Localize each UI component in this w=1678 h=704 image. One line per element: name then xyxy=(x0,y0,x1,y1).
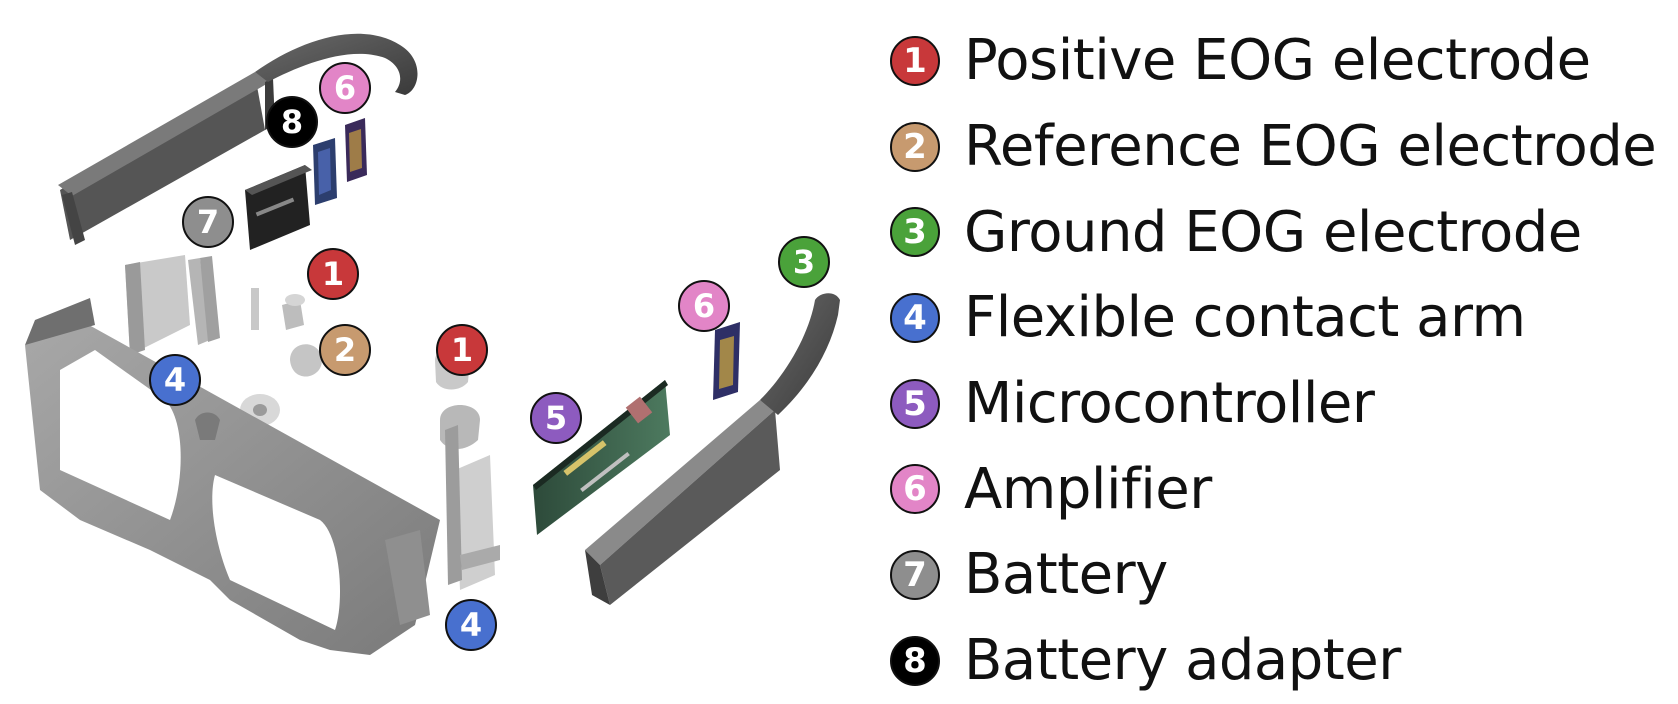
callout-circle xyxy=(266,96,318,148)
callout-circle xyxy=(319,62,371,114)
callout-badge-1: 1 xyxy=(436,324,488,376)
electrode-parts-left xyxy=(240,288,322,426)
callout-circle xyxy=(530,392,582,444)
callout-circle xyxy=(149,354,201,406)
flexible-contact-arm-center xyxy=(445,425,500,590)
flexible-contact-arm-left xyxy=(125,255,220,355)
callout-circle xyxy=(307,248,359,300)
callout-number: 2 xyxy=(334,331,356,369)
legend-badge-8: 8 xyxy=(890,635,940,686)
legend-badge-4: 4 xyxy=(890,292,940,343)
legend-label: Ground EOG electrode xyxy=(964,199,1582,265)
callout-number: 7 xyxy=(197,203,219,241)
callout-circle xyxy=(319,324,371,376)
legend-label: Reference EOG electrode xyxy=(964,114,1657,180)
callout-badge-8: 8 xyxy=(266,96,318,148)
legend-label: Battery xyxy=(964,542,1168,608)
callout-number: 8 xyxy=(281,103,303,141)
battery xyxy=(245,165,312,250)
legend-badge-2: 2 xyxy=(890,121,940,172)
callout-circle xyxy=(436,324,488,376)
callout-circle xyxy=(182,196,234,248)
amplifier-board-left xyxy=(345,118,367,182)
callout-badge-4: 4 xyxy=(445,599,497,651)
callout-badge-5: 5 xyxy=(530,392,582,444)
legend-label: Battery adapter xyxy=(964,628,1401,694)
callout-number: 3 xyxy=(793,243,815,281)
right-temple-arm xyxy=(585,293,840,605)
callout-number: 6 xyxy=(693,287,715,325)
callout-badge-4: 4 xyxy=(149,354,201,406)
amplifier-board-right xyxy=(713,322,740,400)
callout-badge-6: 6 xyxy=(678,280,730,332)
legend-label: Positive EOG electrode xyxy=(964,28,1591,94)
legend-label: Microcontroller xyxy=(964,371,1375,437)
legend-item-microcontroller: 5 Microcontroller xyxy=(890,361,1670,447)
legend-item-positive-eog-electrode: 1 Positive EOG electrode xyxy=(890,18,1670,104)
callout-number: 1 xyxy=(451,331,473,369)
legend-label: Amplifier xyxy=(964,456,1212,522)
legend-badge-1: 1 xyxy=(890,35,940,86)
legend-label: Flexible contact arm xyxy=(964,285,1526,351)
legend-badge-6: 6 xyxy=(890,464,940,515)
callout-number: 4 xyxy=(164,361,186,399)
callout-circle xyxy=(678,280,730,332)
legend-item-flexible-contact-arm: 4 Flexible contact arm xyxy=(890,275,1670,361)
legend-badge-3: 3 xyxy=(890,207,940,258)
callout-badge-7: 7 xyxy=(182,196,234,248)
legend-item-reference-eog-electrode: 2 Reference EOG electrode xyxy=(890,104,1670,190)
callout-circle xyxy=(778,236,830,288)
callout-badge-2: 2 xyxy=(319,324,371,376)
callout-number: 5 xyxy=(545,399,567,437)
legend-item-battery: 7 Battery xyxy=(890,532,1670,618)
legend-badge-7: 7 xyxy=(890,549,940,600)
legend-item-ground-eog-electrode: 3 Ground EOG electrode xyxy=(890,189,1670,275)
battery-adapter-board xyxy=(313,138,337,205)
left-temple-arm xyxy=(58,33,418,245)
callout-badge-6: 6 xyxy=(319,62,371,114)
glasses-frame xyxy=(25,298,440,655)
component-legend: 1 Positive EOG electrode 2 Reference EOG… xyxy=(890,18,1670,704)
callout-number: 4 xyxy=(460,606,482,644)
callout-number: 6 xyxy=(334,69,356,107)
legend-item-amplifier: 6 Amplifier xyxy=(890,446,1670,532)
callout-circle xyxy=(445,599,497,651)
callout-badge-1: 1 xyxy=(307,248,359,300)
microcontroller-board xyxy=(533,380,670,535)
legend-item-battery-adapter: 8 Battery adapter xyxy=(890,618,1670,704)
callout-number: 1 xyxy=(322,255,344,293)
legend-badge-5: 5 xyxy=(890,378,940,429)
callout-badge-3: 3 xyxy=(778,236,830,288)
